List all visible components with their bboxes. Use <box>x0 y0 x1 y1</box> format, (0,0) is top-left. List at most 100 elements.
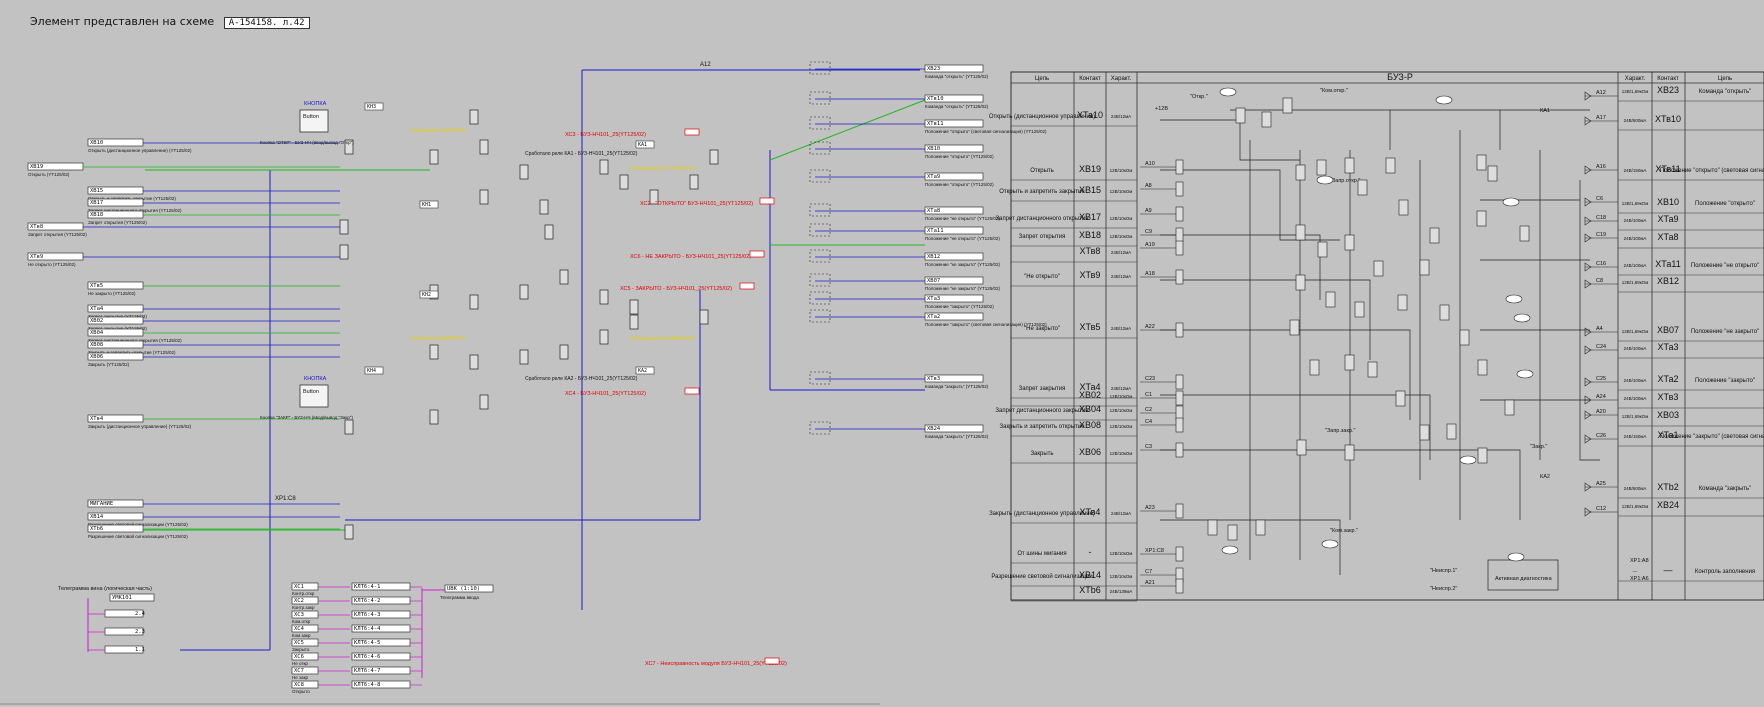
list-tag-box[interactable] <box>291 652 319 661</box>
table-logic-gate <box>1385 157 1396 174</box>
ka-tag-box[interactable] <box>635 140 655 149</box>
input-tag-box[interactable] <box>27 252 84 261</box>
input-tag-box[interactable] <box>87 414 144 423</box>
list-tag: ХС4 <box>294 626 305 632</box>
table-logic-gate <box>1235 107 1246 124</box>
list-code-box[interactable] <box>351 680 411 689</box>
telegram-box[interactable] <box>109 593 155 602</box>
button-title: КНОПКА <box>304 376 327 382</box>
red-marker <box>749 250 765 258</box>
table-spec-left: 24В/12мА <box>1111 114 1131 119</box>
input-tag: ХВ18 <box>90 212 103 218</box>
input-description: Закрыть (YT125/02) <box>88 362 130 367</box>
output-tag-box[interactable] <box>924 206 984 215</box>
input-tag-box[interactable] <box>27 222 84 231</box>
output-tag-box[interactable] <box>924 64 984 73</box>
input-tag-box[interactable] <box>87 512 144 521</box>
table-title: БУЗ-Р <box>1387 72 1413 82</box>
table-contact-right: ХТа3 <box>1657 342 1678 352</box>
table-annotation: Активная диагностика <box>1495 576 1553 582</box>
output-tag-box[interactable] <box>924 424 984 433</box>
list-code-box[interactable] <box>351 610 411 619</box>
input-tag-box[interactable] <box>87 328 144 337</box>
ubk-box[interactable] <box>444 584 494 593</box>
contact-symbol <box>809 273 831 287</box>
list-code-box[interactable] <box>351 624 411 633</box>
list-code-box[interactable] <box>351 666 411 675</box>
table-circuit-left: Открыть <box>1030 168 1054 174</box>
input-tag-box[interactable] <box>87 198 144 207</box>
input-tag: ХТb6 <box>90 526 103 532</box>
output-tag-box[interactable] <box>924 276 984 285</box>
list-code-box[interactable] <box>351 596 411 605</box>
input-tag-box[interactable] <box>87 352 144 361</box>
list-tag-box[interactable] <box>291 596 319 605</box>
output-tag-box[interactable] <box>924 172 984 181</box>
table-logic-gate <box>1344 234 1355 251</box>
telegram-item-box[interactable] <box>104 645 144 654</box>
output-tag-box[interactable] <box>924 94 984 103</box>
ka-tag-box[interactable] <box>635 366 655 375</box>
logic-gate <box>519 284 529 300</box>
table-contact-left: - <box>1089 547 1092 557</box>
vs-indicator <box>1219 87 1237 97</box>
table-logic-gate <box>1317 241 1328 258</box>
list-code-box[interactable] <box>351 582 411 591</box>
list-code: КЛТ6:4-3 <box>354 612 381 618</box>
red-marker <box>684 387 700 395</box>
table-logic-gate <box>1344 444 1355 461</box>
list-name: Открыто <box>292 689 310 694</box>
telegram-item-box[interactable] <box>104 609 144 618</box>
list-tag-box[interactable] <box>291 638 319 647</box>
button-title: КНОПКА <box>304 101 327 107</box>
diode-symbol <box>1584 233 1592 243</box>
input-description: Запрет закрытия (YT125/02) <box>88 314 147 319</box>
output-tag-box[interactable] <box>924 226 984 235</box>
list-tag-box[interactable] <box>291 624 319 633</box>
contact-symbol <box>809 309 831 323</box>
list-tag-box[interactable] <box>291 680 319 689</box>
output-tag-box[interactable] <box>924 252 984 261</box>
telegram-item-box[interactable] <box>104 627 144 636</box>
ka-tag-box[interactable] <box>419 290 439 299</box>
yellow-annotation: Светодиод НЕ ОТКРЫТО <box>630 166 696 172</box>
table-header-left: Контакт <box>1079 76 1101 82</box>
table-logic-gate <box>1309 359 1320 376</box>
list-tag-box[interactable] <box>291 666 319 675</box>
input-tag-box[interactable] <box>87 316 144 325</box>
button-block[interactable] <box>299 384 329 408</box>
ka-tag-box[interactable] <box>364 102 384 111</box>
table-contact-right: ХВ07 <box>1657 325 1679 335</box>
output-tag-box[interactable] <box>924 119 984 128</box>
red-annotation: ХС5 - ЗАКРЫТО - БУЗ-НЧ101_25(YT125/02) <box>620 286 732 292</box>
diode-symbol <box>1584 507 1592 517</box>
input-tag-box[interactable] <box>87 138 144 147</box>
list-code-box[interactable] <box>351 638 411 647</box>
list-tag-box[interactable] <box>291 610 319 619</box>
yellow-annotation: Светодиод НЕ ЗАКРЫТО <box>630 336 695 342</box>
input-tag-box[interactable] <box>87 499 144 508</box>
output-tag-box[interactable] <box>924 144 984 153</box>
output-tag-box[interactable] <box>924 294 984 303</box>
table-circuit-right: Положение "открыто" (световая сигнализац… <box>1660 168 1764 174</box>
input-tag-box[interactable] <box>87 210 144 219</box>
button-block[interactable] <box>299 109 329 133</box>
list-tag-box[interactable] <box>291 582 319 591</box>
input-tag-box[interactable] <box>87 524 144 533</box>
input-tag-box[interactable] <box>87 340 144 349</box>
table-contact-left: ХВ18 <box>1079 230 1101 240</box>
list-code-box[interactable] <box>351 652 411 661</box>
scheme-reference[interactable]: А-154158. л.42 <box>223 17 310 29</box>
ka-tag-box[interactable] <box>364 366 384 375</box>
table-circuit-right: Положение "не закрыто" <box>1691 329 1759 335</box>
input-tag-box[interactable] <box>87 186 144 195</box>
input-tag-box[interactable] <box>87 281 144 290</box>
signal-filter <box>1175 390 1184 406</box>
input-tag-box[interactable] <box>87 304 144 313</box>
signal-name-left: ХР1:С8 <box>1145 548 1164 554</box>
table-header-right: Характ. <box>1625 76 1646 82</box>
output-tag-box[interactable] <box>924 374 984 383</box>
input-tag-box[interactable] <box>27 162 84 171</box>
output-tag-box[interactable] <box>924 312 984 321</box>
ka-tag-box[interactable] <box>419 200 439 209</box>
